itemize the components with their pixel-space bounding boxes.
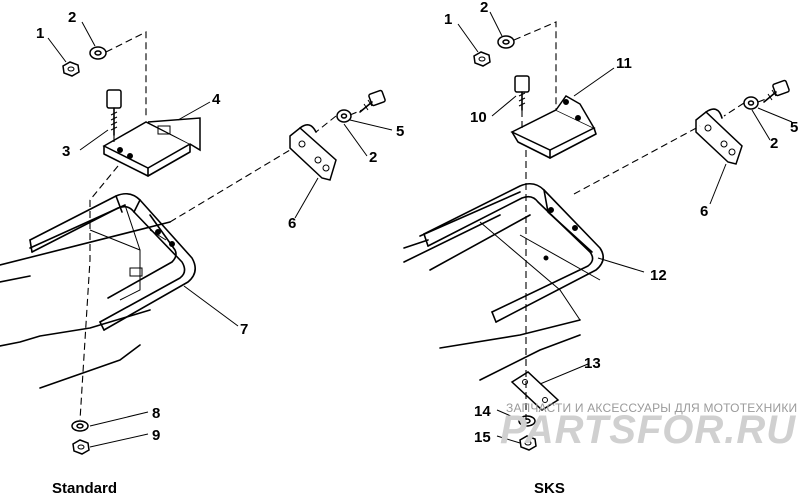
watermark-logo: PARTSFOR.RU (500, 408, 796, 452)
bolt-5-right (763, 79, 790, 103)
chassis-outline-right (403, 191, 601, 381)
callout-13-right: 13 (584, 355, 601, 372)
caption-standard: Standard (52, 480, 117, 494)
callout-9-left: 9 (152, 427, 160, 444)
nut-1-left (62, 61, 80, 77)
standard-assembly: 1 2 3 4 5 2 6 7 8 9 Standard (0, 9, 404, 494)
callout-2-right: 2 (480, 0, 488, 16)
callout-4-left: 4 (212, 91, 221, 108)
callout-6-left: 6 (288, 215, 296, 232)
callout-5-right: 5 (790, 119, 798, 136)
bracket-11-right (510, 95, 597, 159)
callout-14-right: 14 (474, 403, 491, 420)
bracket-13-right (510, 371, 560, 411)
plate-bracket-6-left (289, 124, 337, 181)
assembly-lines-right (513, 21, 767, 420)
nut-9-left (72, 439, 90, 455)
rear-bumper-handle-left (29, 192, 196, 331)
washer-8-left (71, 420, 89, 432)
caption-sks: SKS (534, 480, 565, 494)
callout-11-right: 11 (616, 55, 632, 72)
callout-12-right: 12 (650, 267, 667, 284)
assembly-lines-left (79, 31, 363, 421)
washer-2b-right (743, 96, 759, 110)
leader-lines-left (47, 21, 393, 448)
bolt-10-right (514, 75, 530, 111)
rear-bumper-handle-right (423, 182, 604, 323)
callout-7-left: 7 (240, 321, 248, 338)
washer-14-right (518, 415, 536, 427)
washer-2-right (497, 35, 515, 49)
callout-10-right: 10 (470, 109, 487, 126)
callout-2b-left: 2 (369, 149, 377, 166)
bolt-5-left (359, 89, 386, 113)
plate-bracket-6-right (695, 108, 743, 165)
callout-2-left: 2 (68, 9, 76, 26)
chassis-outline-left (0, 204, 171, 389)
sks-assembly: 1 2 10 11 5 2 6 12 13 14 15 SKS (403, 0, 798, 494)
bolt-3-left (106, 89, 122, 136)
washer-2b-left (336, 109, 352, 123)
callout-1-right: 1 (444, 11, 452, 28)
callout-3-left: 3 (62, 143, 70, 160)
leader-lines-right (457, 11, 793, 444)
callout-5-left: 5 (396, 123, 404, 140)
callout-1-left: 1 (36, 25, 44, 42)
washer-2-left (89, 46, 107, 60)
nut-15-right (519, 435, 537, 451)
callout-15-right: 15 (474, 429, 491, 446)
watermark: ЗАПЧАСТИ И АКСЕССУАРЫ ДЛЯ МОТОТЕХНИКИ PA… (500, 401, 797, 452)
nut-1-right (473, 51, 491, 67)
callout-8-left: 8 (152, 405, 160, 422)
bracket-4-left (102, 117, 201, 177)
watermark-text: ЗАПЧАСТИ И АКСЕССУАРЫ ДЛЯ МОТОТЕХНИКИ (506, 401, 797, 415)
callout-2b-right: 2 (770, 135, 778, 152)
callout-6-right: 6 (700, 203, 708, 220)
